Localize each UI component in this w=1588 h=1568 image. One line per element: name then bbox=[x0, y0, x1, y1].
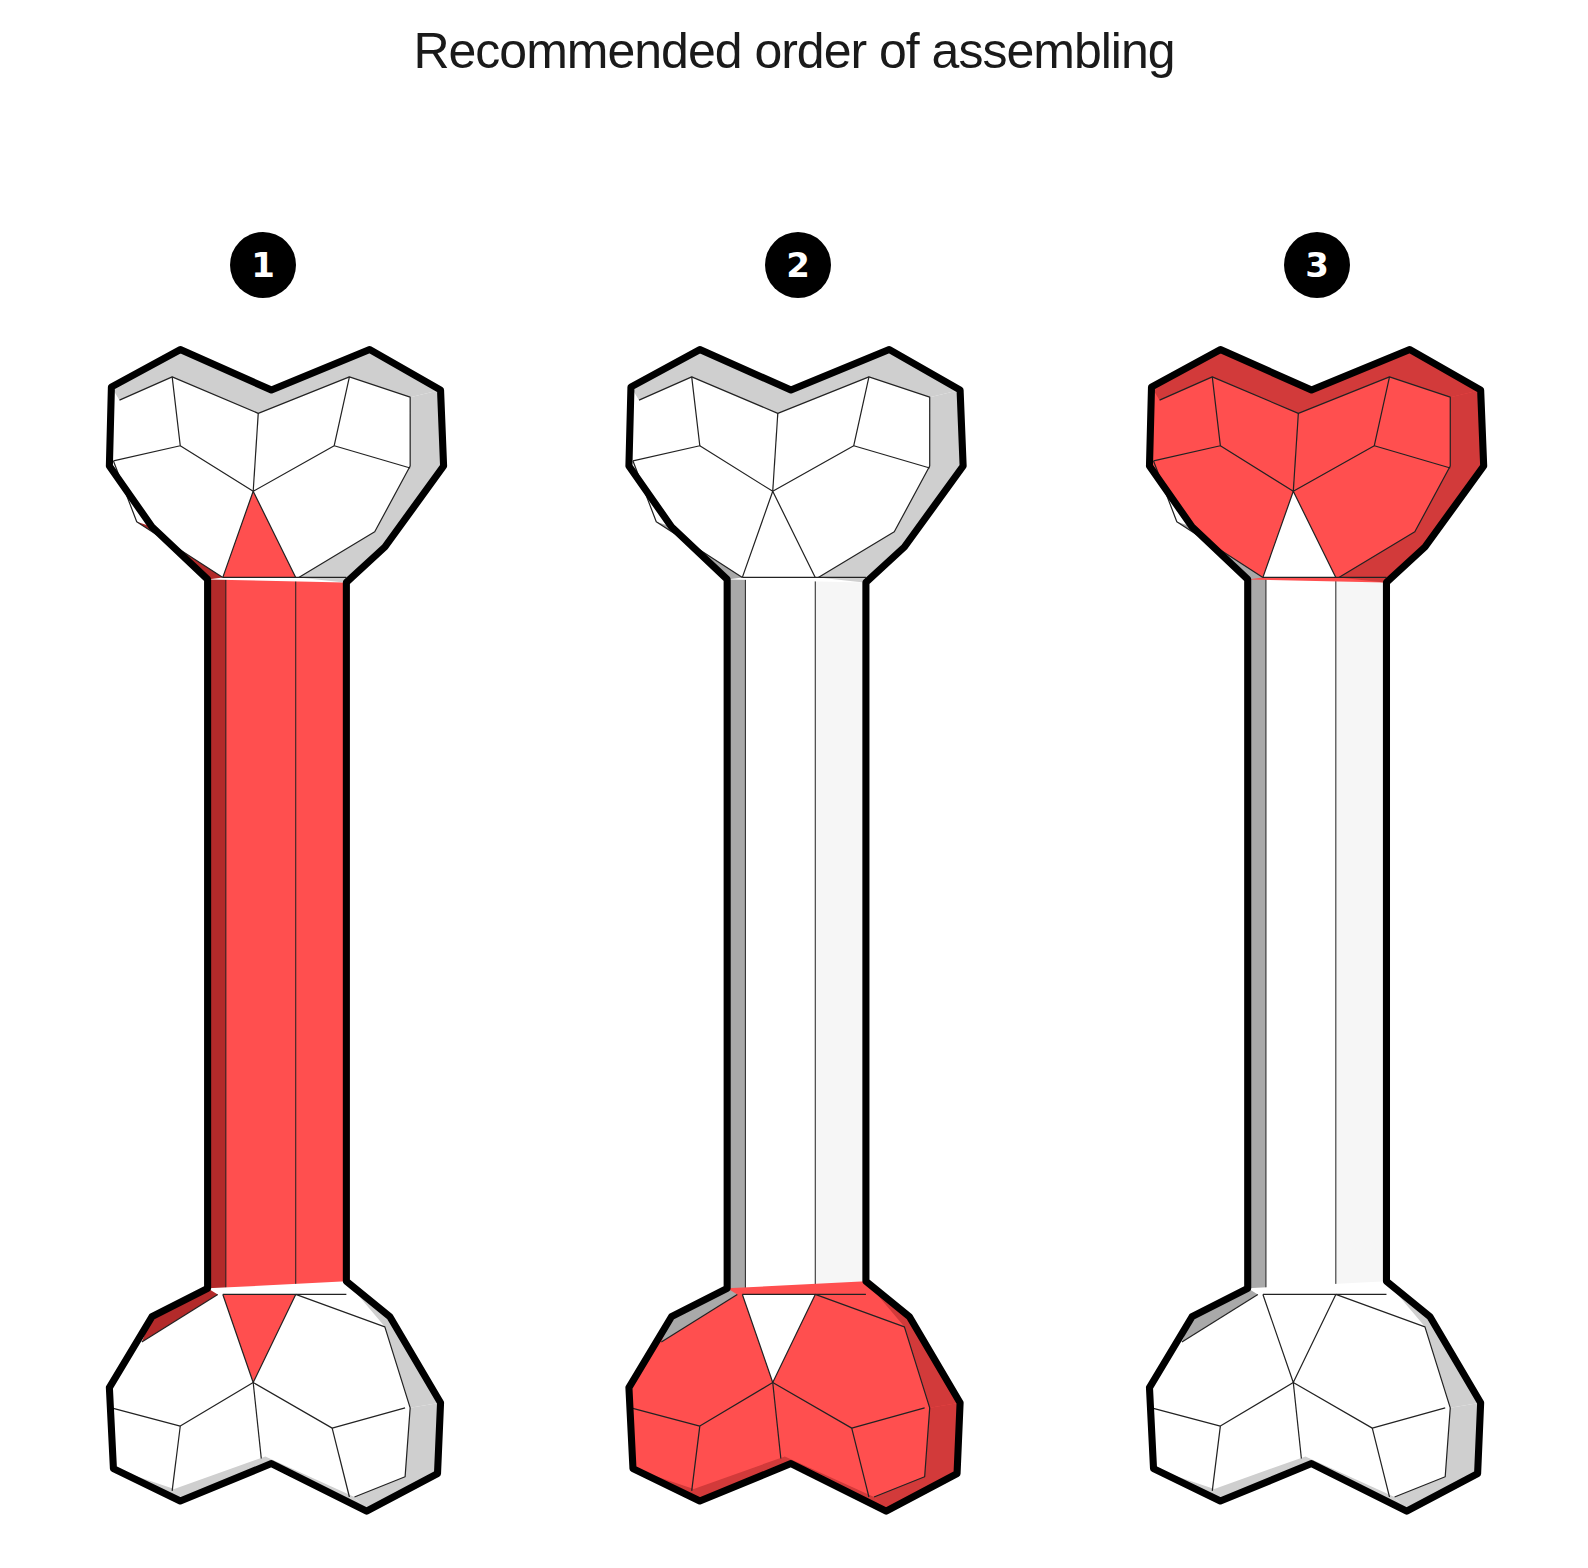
callout-number: 2 bbox=[786, 245, 810, 285]
step-number-circle: 2 bbox=[765, 232, 831, 298]
step-number-circle: 1 bbox=[230, 232, 296, 298]
callout-number: 3 bbox=[1305, 245, 1329, 285]
step-number-circle: 3 bbox=[1284, 232, 1350, 298]
bone-step-1 bbox=[109, 350, 443, 1512]
bone-step-2 bbox=[629, 350, 963, 1512]
page-title: Recommended order of assembling bbox=[0, 22, 1588, 80]
callout-number: 1 bbox=[251, 245, 275, 285]
bone-step-3 bbox=[1149, 350, 1483, 1512]
